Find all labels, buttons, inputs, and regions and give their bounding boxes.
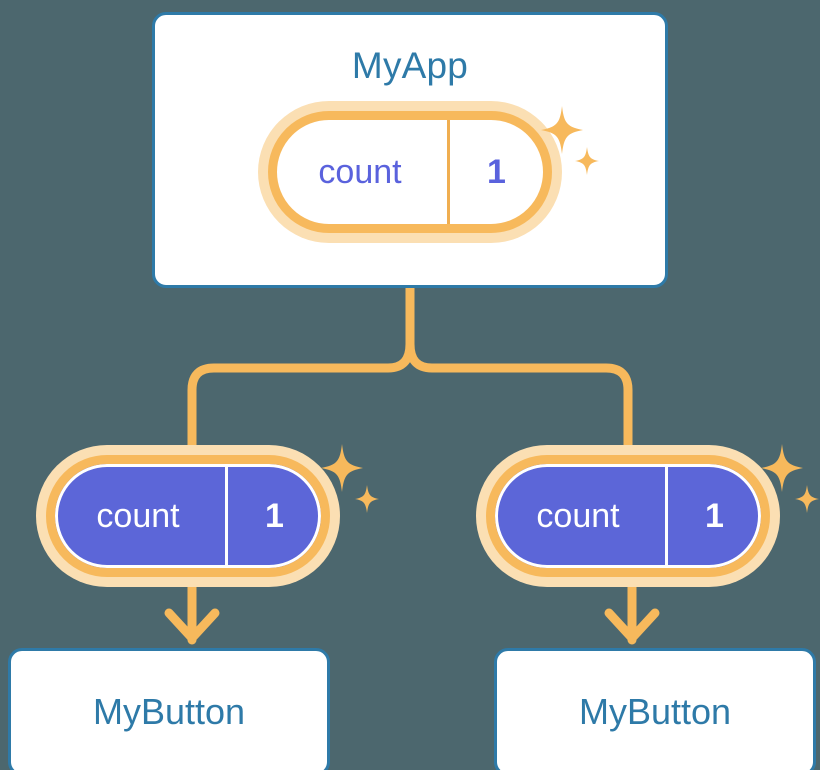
state-key: count (318, 152, 402, 191)
prop-value: 1 (225, 464, 321, 568)
state-pill-root-inner: count 1 (268, 111, 552, 233)
connector-branch-right (405, 339, 633, 460)
prop-pill-left[interactable]: count 1 (36, 445, 340, 587)
prop-key: count (96, 496, 180, 535)
arrow-head-left (164, 608, 220, 643)
prop-pill-right[interactable]: count 1 (476, 445, 780, 587)
state-pill-root[interactable]: count 1 (258, 101, 562, 243)
prop-key: count (536, 496, 620, 535)
root-component-label: MyApp (351, 45, 469, 86)
connector-branch-left (187, 339, 415, 460)
component-card-button-right[interactable]: MyButton (494, 648, 816, 770)
prop-pill-right-inner: count 1 (486, 455, 770, 577)
arrow-head-right (604, 608, 660, 643)
leaf-component-label: MyButton (578, 691, 732, 732)
state-value: 1 (447, 120, 543, 224)
component-card-button-left[interactable]: MyButton (8, 648, 330, 770)
prop-pill-left-inner: count 1 (46, 455, 330, 577)
prop-value: 1 (665, 464, 761, 568)
leaf-component-label: MyButton (92, 691, 246, 732)
